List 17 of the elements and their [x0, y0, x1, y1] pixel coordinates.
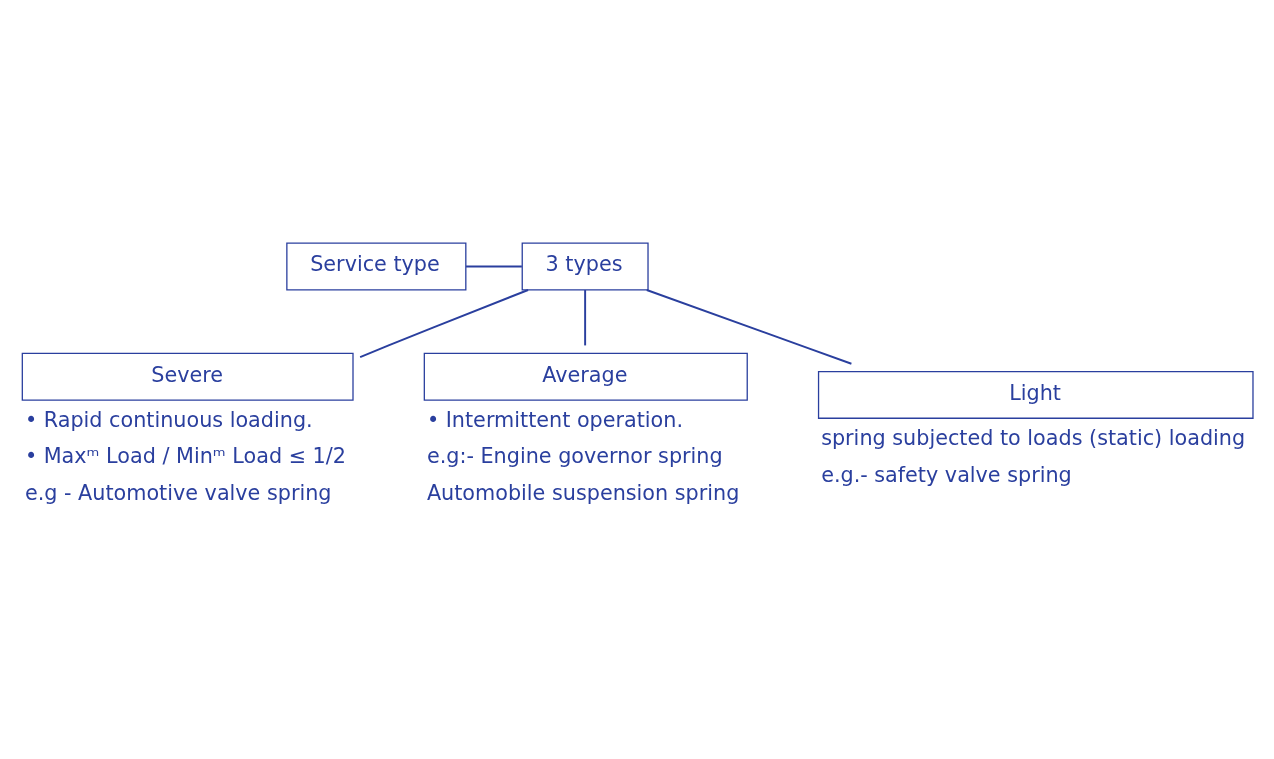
node-box: Service type — [286, 242, 467, 290]
connector — [359, 288, 530, 358]
node-label: • Intermittent operation. — [426, 407, 684, 432]
node-label: e.g - Automotive valve spring — [24, 480, 332, 505]
node-box: Light — [817, 370, 1254, 419]
node-box: 3 types — [521, 242, 649, 290]
node-label: spring subjected to loads (static) loading — [821, 425, 1246, 450]
node-label: • Maxᵐ Load / Minᵐ Load ≤ 1/2 — [24, 443, 346, 468]
node-label: • Rapid continuous loading. — [24, 407, 313, 432]
connector — [645, 288, 853, 365]
node-label: e.g.- safety valve spring — [821, 462, 1072, 487]
connector — [465, 265, 523, 267]
node-box: Average — [423, 352, 748, 401]
node-label: Automobile suspension spring — [426, 480, 740, 505]
node-label: e.g:- Engine governor spring — [426, 443, 723, 468]
connector — [584, 288, 587, 346]
node-box: Severe — [21, 352, 354, 401]
